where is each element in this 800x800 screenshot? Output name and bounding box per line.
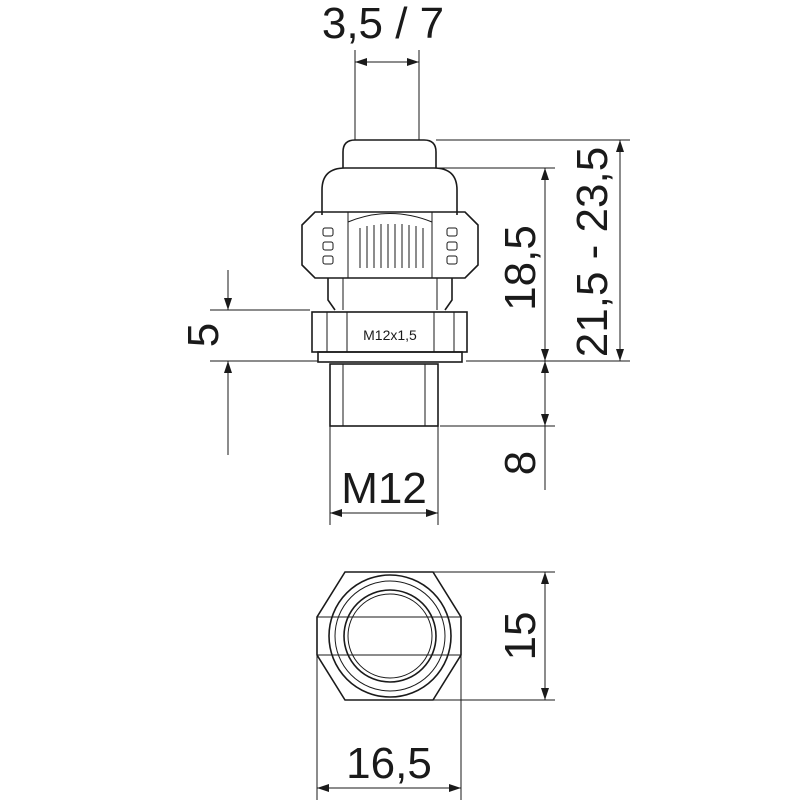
thread-size-marking: M12x1,5 — [363, 327, 417, 343]
cap-ribs — [359, 224, 424, 268]
top-view — [316, 571, 462, 701]
dim-height-total: 21,5 - 23,5 — [568, 140, 624, 361]
neck — [327, 278, 453, 311]
dim-height-body-label: 18,5 — [496, 225, 545, 311]
sealing-cap — [321, 167, 458, 215]
top-extension-lines — [316, 571, 555, 800]
side-view: M12x1,5 — [301, 139, 479, 427]
dim-nut-height: 5 — [179, 270, 232, 455]
dim-cable-range-label: 3,5 / 7 — [322, 0, 444, 48]
thread-section — [329, 363, 439, 427]
dim-cable-range: 3,5 / 7 — [322, 0, 444, 66]
dim-height-total-label: 21,5 - 23,5 — [568, 147, 617, 357]
side-slots — [322, 227, 458, 265]
dim-thread-size: M12 — [330, 464, 438, 517]
dim-thread-length: 8 — [496, 361, 549, 490]
dim-height-body: 18,5 — [496, 168, 549, 361]
dim-hex-across-corners-label: 16,5 — [346, 739, 432, 788]
extension-lines — [210, 50, 630, 525]
outer-ring — [328, 574, 452, 698]
dim-nut-height-label: 5 — [179, 323, 228, 347]
dim-hex-width: 15 — [496, 572, 549, 700]
dome-cap — [342, 139, 437, 168]
dim-thread-length-label: 8 — [496, 451, 545, 475]
dim-hex-across-corners: 16,5 — [317, 739, 461, 792]
cable-opening — [343, 589, 437, 683]
dim-thread-size-label: M12 — [341, 464, 427, 513]
flange — [317, 351, 463, 363]
dim-hex-width-label: 15 — [496, 612, 545, 661]
ribbed-cap — [301, 211, 479, 279]
hex-outline — [316, 571, 462, 701]
